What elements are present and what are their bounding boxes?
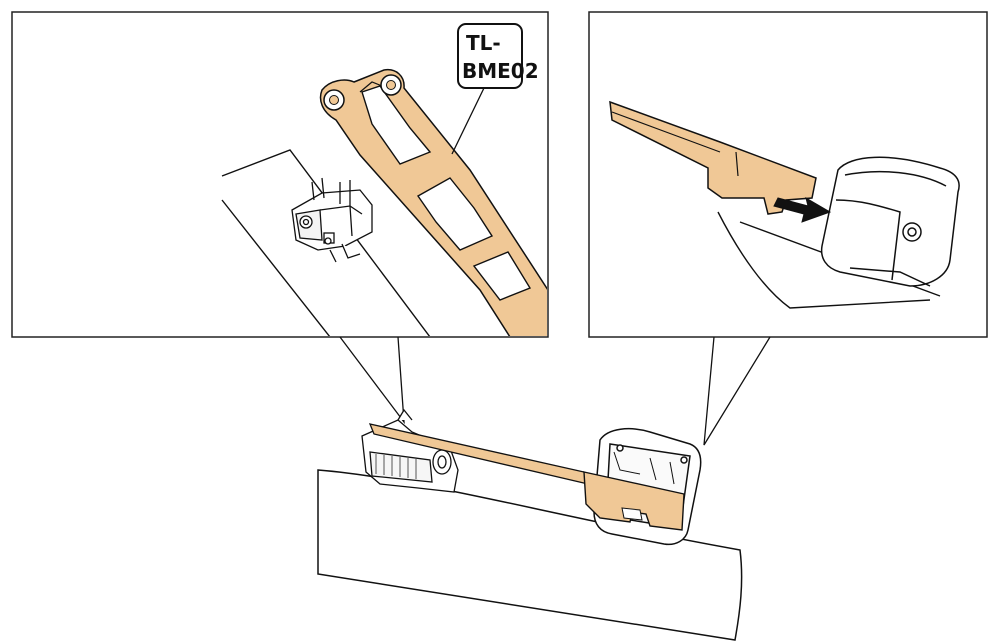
main-overview [317, 408, 743, 641]
label-leader-line [451, 87, 485, 155]
mount-bracket-left [291, 177, 373, 263]
tool-label-line2: BME02 [462, 59, 539, 83]
mount-bracket-main [361, 408, 459, 493]
right-callout-lines [703, 336, 771, 446]
tool-label-line1: TL- [466, 31, 501, 55]
right-arrow-icon [773, 196, 832, 223]
left-detail-panel: TL- BME02 [11, 11, 549, 338]
mount-cover-right [820, 156, 960, 287]
left-callout-lines [339, 336, 405, 425]
frame-tube-outline-left [221, 149, 431, 336]
tool-name-label: TL- BME02 [457, 23, 539, 89]
tl-bme02-tool-left [319, 68, 547, 336]
tl-bme02-tool-right [609, 100, 817, 215]
right-detail-panel [588, 11, 988, 338]
tl-bme02-tool-main [368, 423, 685, 531]
